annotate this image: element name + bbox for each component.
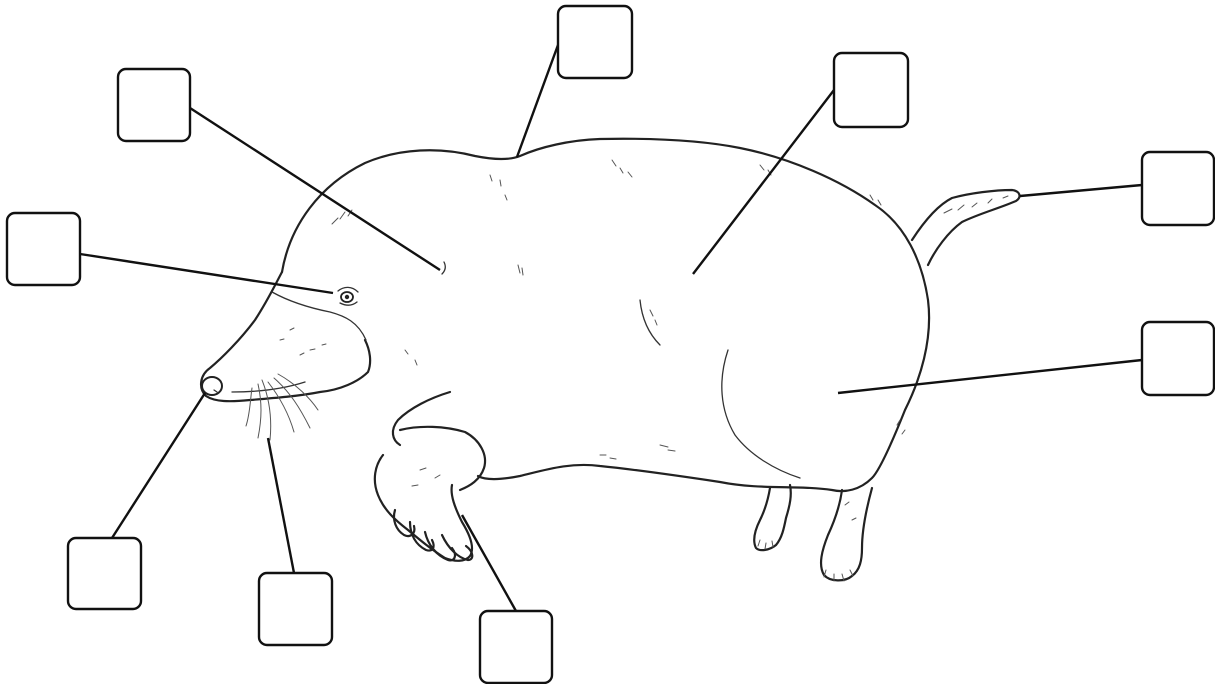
- leader-line-shoulder: [189, 106, 441, 272]
- label-boxes: [5, 4, 1215, 684]
- leader-line-whiskers: [266, 437, 296, 574]
- mole-whiskers: [245, 373, 319, 441]
- leader-line-eye: [79, 252, 334, 295]
- label-box-hind-leg[interactable]: [1140, 320, 1215, 397]
- leader-line-body: [692, 89, 835, 275]
- label-box-snout[interactable]: [66, 536, 143, 611]
- label-box-whiskers[interactable]: [257, 571, 334, 647]
- mole-front-paw: [373, 453, 474, 562]
- mole-eye: [337, 286, 359, 306]
- mole-tail: [910, 188, 1021, 267]
- mole-body: [280, 137, 931, 493]
- mole-illustration: [200, 137, 1021, 582]
- leader-line-front-claw: [460, 514, 518, 612]
- mole-nose: [201, 376, 223, 396]
- leader-lines: [79, 44, 1143, 612]
- mole-head: [200, 270, 372, 403]
- label-box-shoulder[interactable]: [116, 67, 192, 143]
- mole-front-leg: [391, 390, 452, 447]
- mole-hind-leg-front: [819, 486, 874, 582]
- mole-hind-leg-back: [753, 483, 792, 552]
- leader-line-snout: [110, 392, 207, 539]
- mole-fur-marks: [279, 159, 906, 460]
- label-box-front-claw[interactable]: [478, 609, 554, 684]
- leader-line-back: [515, 44, 560, 158]
- label-box-tail[interactable]: [1140, 150, 1215, 227]
- label-box-back[interactable]: [556, 4, 634, 80]
- label-box-eye[interactable]: [5, 211, 82, 287]
- leader-line-tail: [1019, 183, 1143, 198]
- leader-line-hind-leg: [837, 358, 1143, 395]
- label-box-body[interactable]: [832, 51, 910, 129]
